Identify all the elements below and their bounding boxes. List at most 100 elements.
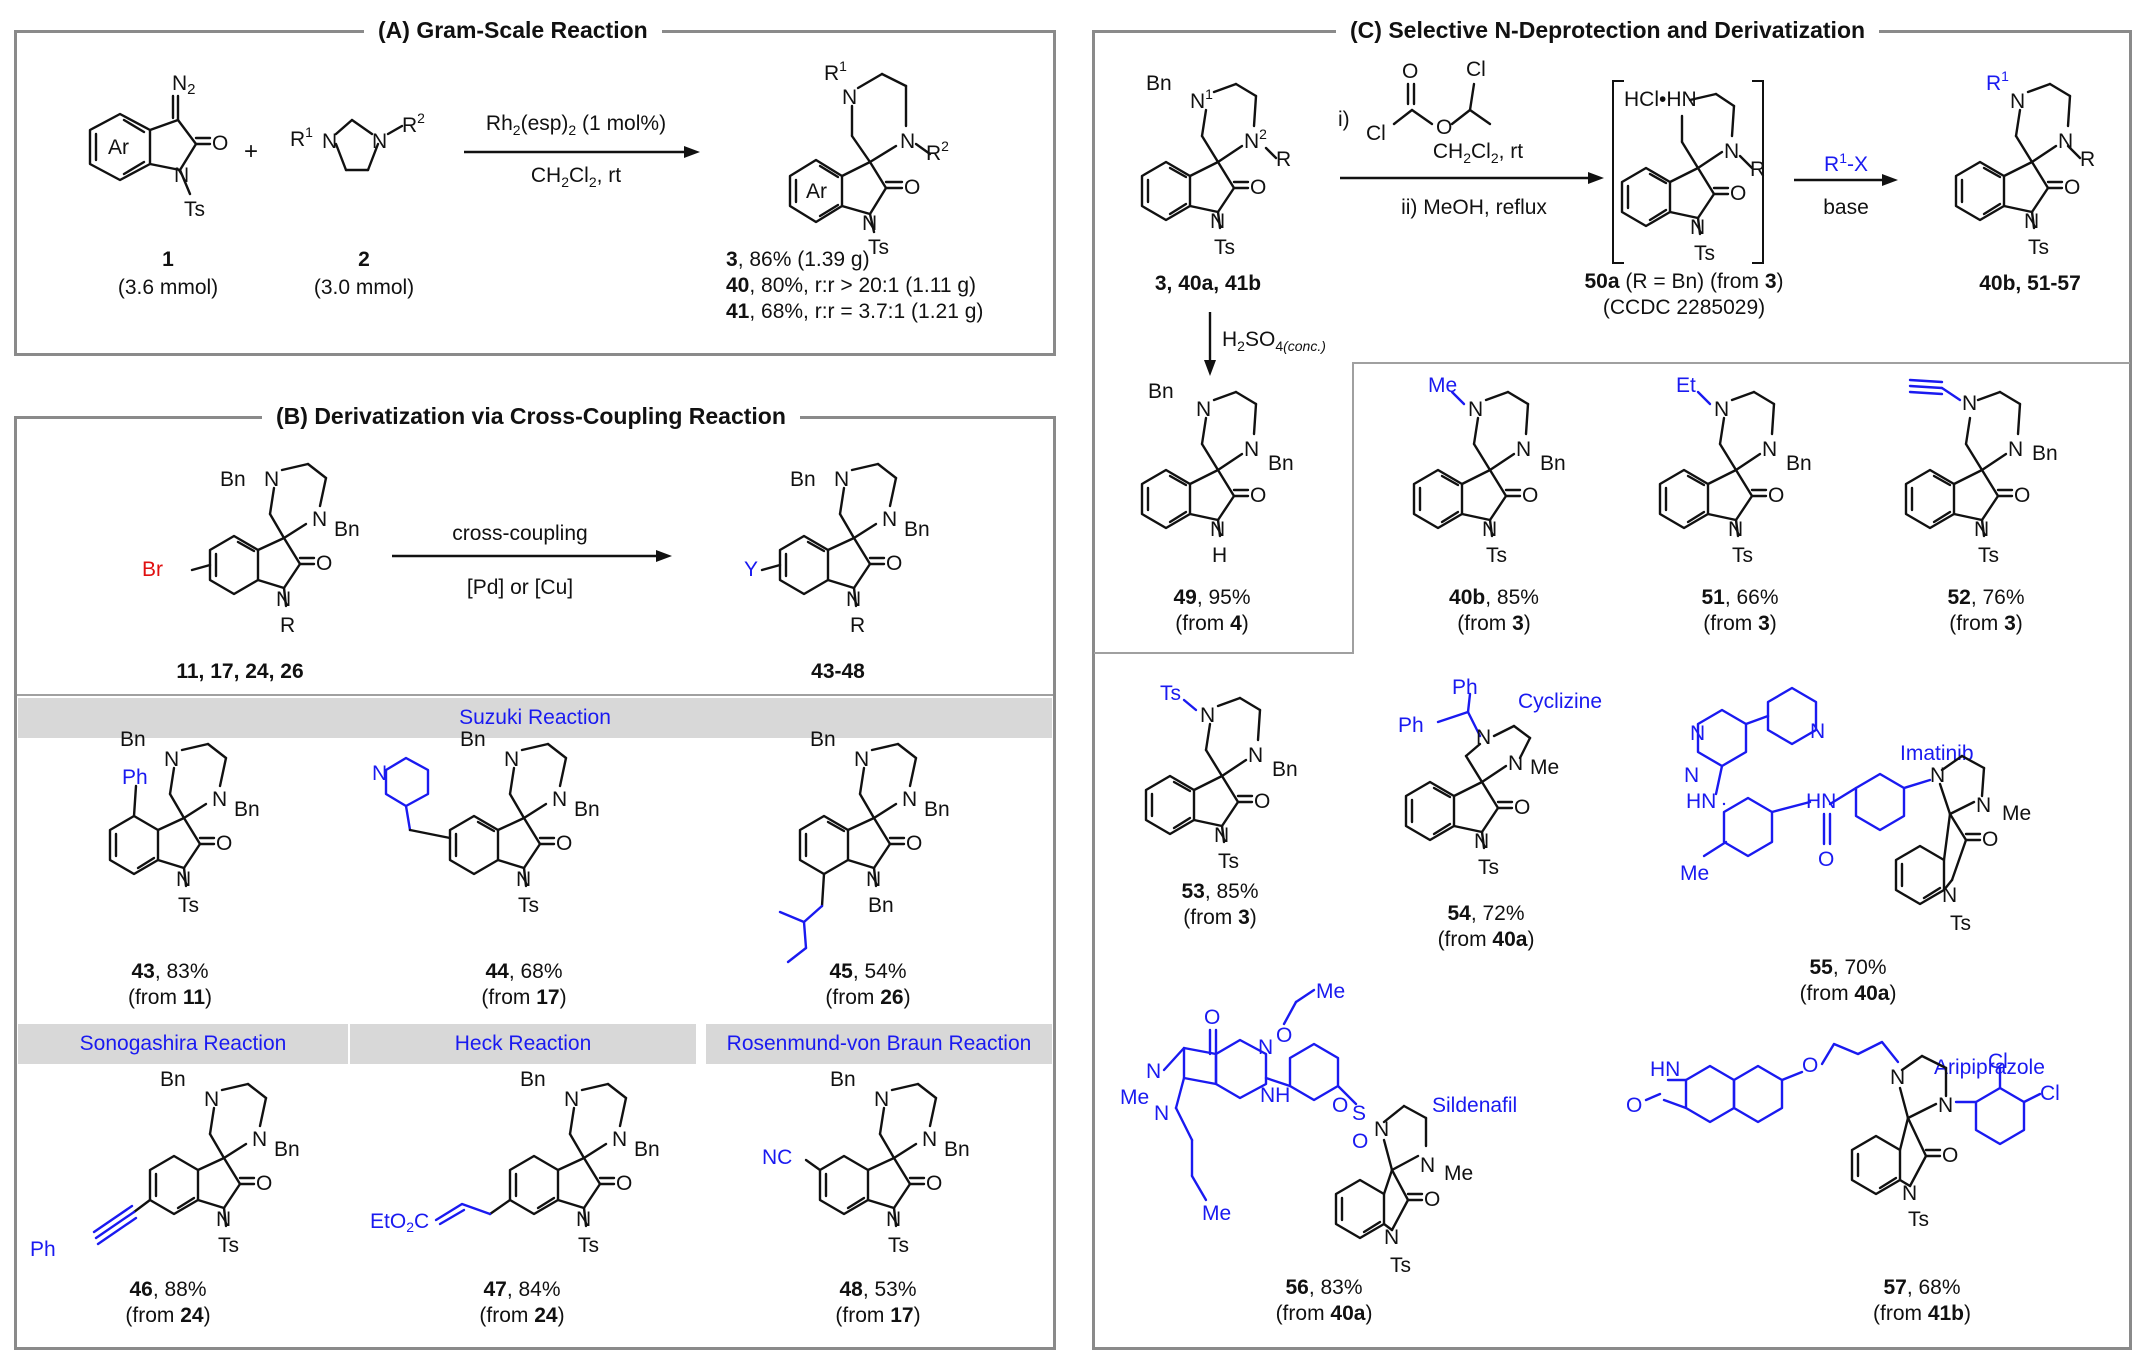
compound-46-source: (from 24) [125,1304,211,1327]
nitrile-label: NC [762,1146,792,1169]
carbonyl-o-label: O [212,132,228,155]
c40b-n2-label: N [1516,438,1531,461]
intermediate-50a-structure: O N Ts HCl•HN N R [1620,88,1765,265]
ar-label: Ar [108,136,129,159]
y-product-r-label: R [850,614,865,637]
pyridine-n-label-44: N [372,762,387,785]
compound-47-structure: EtO2C O N Ts N Bn N Bn [370,1068,660,1257]
bromo-sm-r-label: R [280,614,295,637]
c-prod-n1-label: N [2010,90,2025,113]
c55-hn1-label: HN [1686,790,1716,813]
c57-ts-label: Ts [1908,1208,1929,1231]
compound-57-yield: 57, 68% [1883,1276,1961,1299]
compound-52-source: (from 3) [1949,612,2023,635]
c40b-ts-label: Ts [1486,544,1507,567]
compound-56-source: (from 40a) [1275,1302,1373,1325]
compound-45-structure: O N Bn N Bn N Bn [778,728,950,964]
c55-o-blue-label: O [1818,848,1834,871]
c-prod-r-label: R [2080,148,2095,171]
y-product-compound-label: 43-48 [811,660,865,683]
c46-o-label: O [256,1172,272,1195]
compound-1-amount: (3.6 mmol) [117,276,219,299]
phenyl-label-46: Ph [30,1238,56,1261]
compound-43-source: (from 11) [127,986,213,1009]
product-a-n-label: N [862,212,877,235]
compound-53-source: (from 3) [1183,906,1257,929]
c55-hn2-label: HN [1806,790,1836,813]
c56-me-n: Me [1120,1086,1149,1109]
y-product-n2-label: N [882,508,897,531]
c56-n-pyraz1: N [1146,1060,1161,1083]
y-product-bn2-label: Bn [904,518,930,541]
c-sm-compound-label: 3, 40a, 41b [1154,272,1262,295]
c57-cl2-label: Cl [2040,1082,2060,1105]
c49-o-label: O [1250,484,1266,507]
c49-h-label: H [1212,544,1227,567]
compound-55-source: (from 40a) [1799,982,1897,1005]
catalyst-reagent-b: [Pd] or [Cu] [466,576,574,599]
c55-ts-label: Ts [1950,912,1971,935]
compound-45-source: (from 26) [825,986,911,1009]
intermediate-label: 50a (R = Bn) (from 3) [1584,270,1784,293]
c48-bn2-label: Bn [944,1138,970,1161]
c53-o-label: O [1254,790,1270,813]
ring-n-label: N [174,164,189,187]
c40b-bn-label: Bn [1540,452,1566,475]
c-sm-n-label: N [1210,210,1225,233]
c47-bn1-label: Bn [520,1068,546,1091]
c54-ts-label: Ts [1478,856,1499,879]
c51-et-label: Et [1676,374,1696,397]
c46-n2-label: N [252,1128,267,1151]
compound-56-structure: Me O S O O O N NH N Me N Me N N Me O N T… [1120,980,1473,1277]
int-r-label: R [1750,158,1765,181]
c53-n1-label: N [1200,704,1215,727]
c57-o-ether: O [1802,1054,1818,1077]
bromo-sm-n-label: N [276,588,291,611]
c53-bn-label: Bn [1272,758,1298,781]
compound-54-source: (from 40a) [1437,928,1535,951]
band-rosenmund: Rosenmund-von Braun Reaction [706,1024,1052,1064]
c53-ts-blue-label: Ts [1160,682,1181,705]
c-prod-r1-label: R1 [1986,68,2009,95]
c56-n3-label: N [1384,1226,1399,1249]
product-a-r1-label: R1 [824,58,847,85]
c57-n3-label: N [1902,1182,1917,1205]
c46-bn1-label: Bn [160,1068,186,1091]
int-o-label: O [1730,182,1746,205]
int-n2-label: N [1724,140,1739,163]
c-sm-n1-label: N1 [1190,86,1213,113]
band-sonogashira-label: Sonogashira Reaction [79,1032,287,1055]
c-prod-n-label: N [2024,210,2039,233]
c48-ts-label: Ts [888,1234,909,1257]
c44-n2-label: N [552,788,567,811]
c55-me-label: Me [1680,862,1709,885]
compound-52-structure: O N Ts N N Bn [1904,378,2058,567]
step-ii-label: ii) MeOH, reflux [1401,196,1547,219]
c40b-me-label: Me [1428,374,1457,397]
bromo-sm-compound-label: 11, 17, 24, 26 [176,660,304,683]
c-sm-bn-label: Bn [1146,72,1172,95]
ace-cl-structure: O Cl O Cl [1366,58,1492,145]
yield-line-3: 3, 86% (1.39 g) [726,248,870,271]
c44-n1-label: N [504,748,519,771]
ace-cl-o-label: O [1402,60,1418,83]
band-rosenmund-label: Rosenmund-von Braun Reaction [726,1032,1032,1055]
c49-bn2-label: Bn [1268,452,1294,475]
r1x-reagent: R1-X [1824,150,1868,176]
step-i-solvent: CH2Cl2, rt [1432,140,1524,167]
c52-n-label: N [1974,518,1989,541]
c47-ts-label: Ts [578,1234,599,1257]
panel-b-title: (B) Derivatization via Cross-Coupling Re… [262,402,800,430]
c54-n1-label: N [1476,726,1491,749]
product-a-ar-label: Ar [806,180,827,203]
compound-2-structure: R1 N N R2 [290,110,425,172]
c53-n-label: N [1214,824,1229,847]
band-suzuki-label: Suzuki Reaction [459,706,611,729]
n1-label: N [322,130,337,153]
product-a-ts-label: Ts [868,236,889,259]
sulfuric-acid-reagent: H2SO4(conc.) [1222,328,1326,355]
c56-o-label: O [1424,1188,1440,1211]
bromo-sm-n2-label: N [312,508,327,531]
compound-46-yield: 46, 88% [129,1278,207,1301]
c-sm-ts-label: Ts [1214,236,1235,259]
